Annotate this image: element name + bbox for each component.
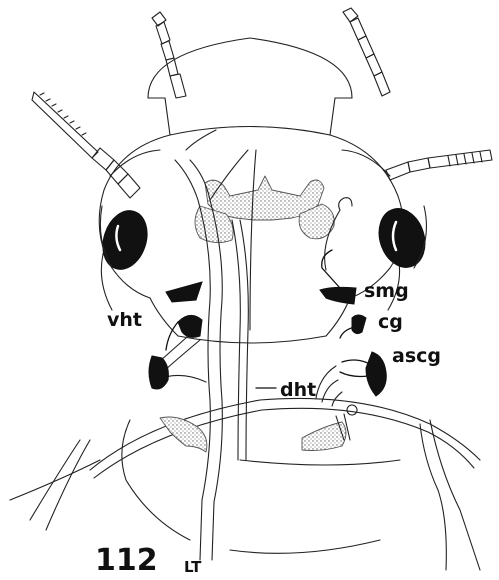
label-ascg: ascg	[392, 345, 441, 367]
label-dht: dht	[280, 379, 316, 401]
label-smg: smg	[364, 280, 409, 302]
label-vht: vht	[107, 309, 142, 331]
left-eye	[96, 205, 154, 275]
leader-vht	[166, 322, 178, 350]
head-capsule	[99, 38, 403, 343]
label-lt: LT	[184, 558, 202, 576]
lower-stipple-left	[160, 417, 207, 452]
left-palp	[32, 92, 140, 198]
left-antenna	[152, 12, 186, 98]
gland-left-lower	[149, 356, 168, 389]
leader-smg	[322, 250, 340, 288]
gland-left-upper	[166, 282, 202, 302]
gland-cg	[352, 315, 366, 334]
gland-vht	[178, 315, 202, 337]
figure-number: 112	[95, 543, 158, 578]
right-eye	[372, 203, 432, 274]
gland-smg	[320, 287, 356, 304]
gland-ascg	[366, 352, 386, 396]
label-cg: cg	[378, 311, 403, 333]
right-palp	[386, 150, 492, 180]
thorax-outline	[10, 420, 480, 570]
right-antenna	[343, 8, 390, 96]
